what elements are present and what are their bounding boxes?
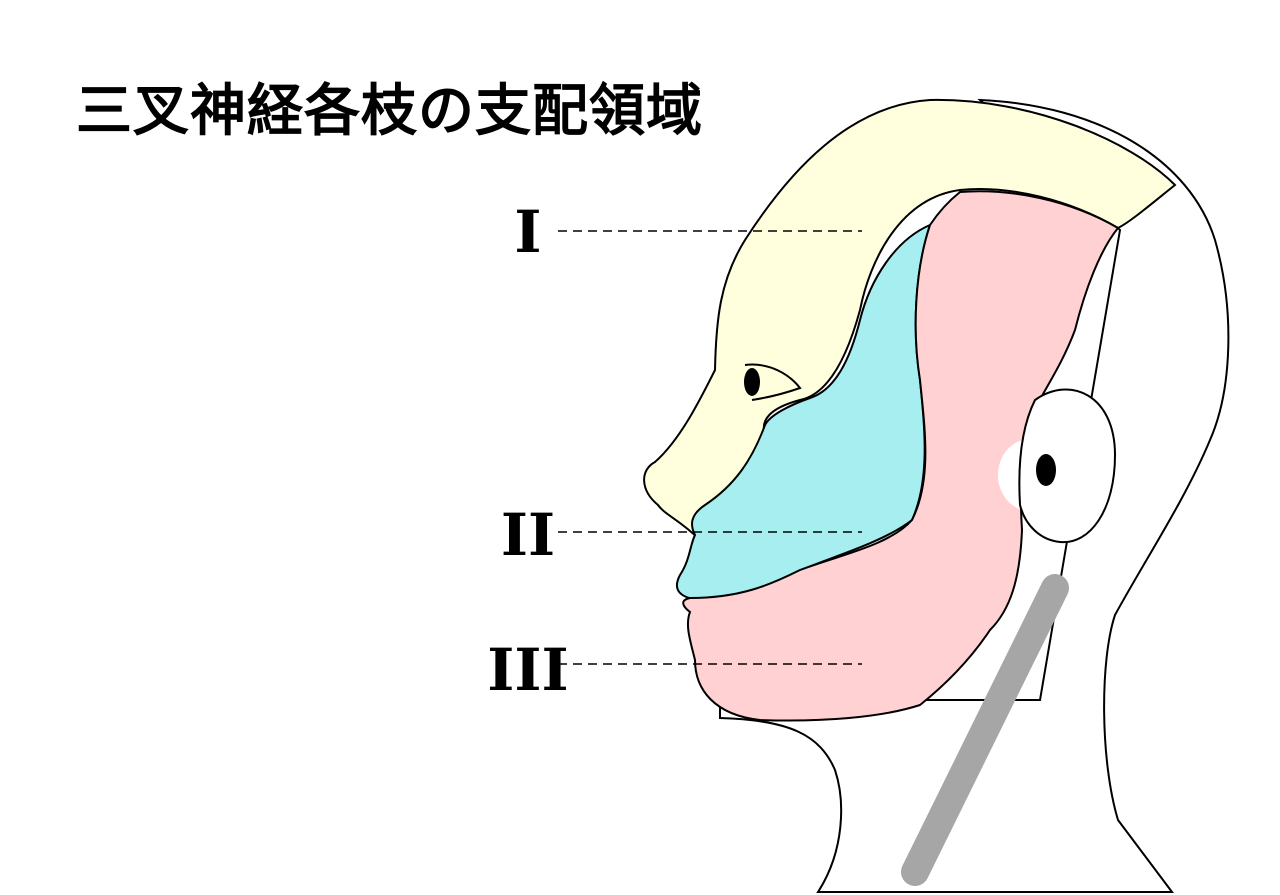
diagram-title: 三叉神経各枝の支配領域 xyxy=(76,79,703,144)
branch-label-1: I xyxy=(514,198,541,266)
eye-pupil xyxy=(744,368,760,396)
head-neck-outline xyxy=(719,98,1230,893)
branch-label-2: II xyxy=(501,501,555,569)
ear xyxy=(1018,388,1117,544)
ear-canal xyxy=(1036,454,1056,486)
neck-muscle-band xyxy=(901,574,1069,886)
region-mandibular xyxy=(682,190,1120,722)
branch-label-3: III xyxy=(487,636,568,704)
eye-outline xyxy=(744,363,802,401)
